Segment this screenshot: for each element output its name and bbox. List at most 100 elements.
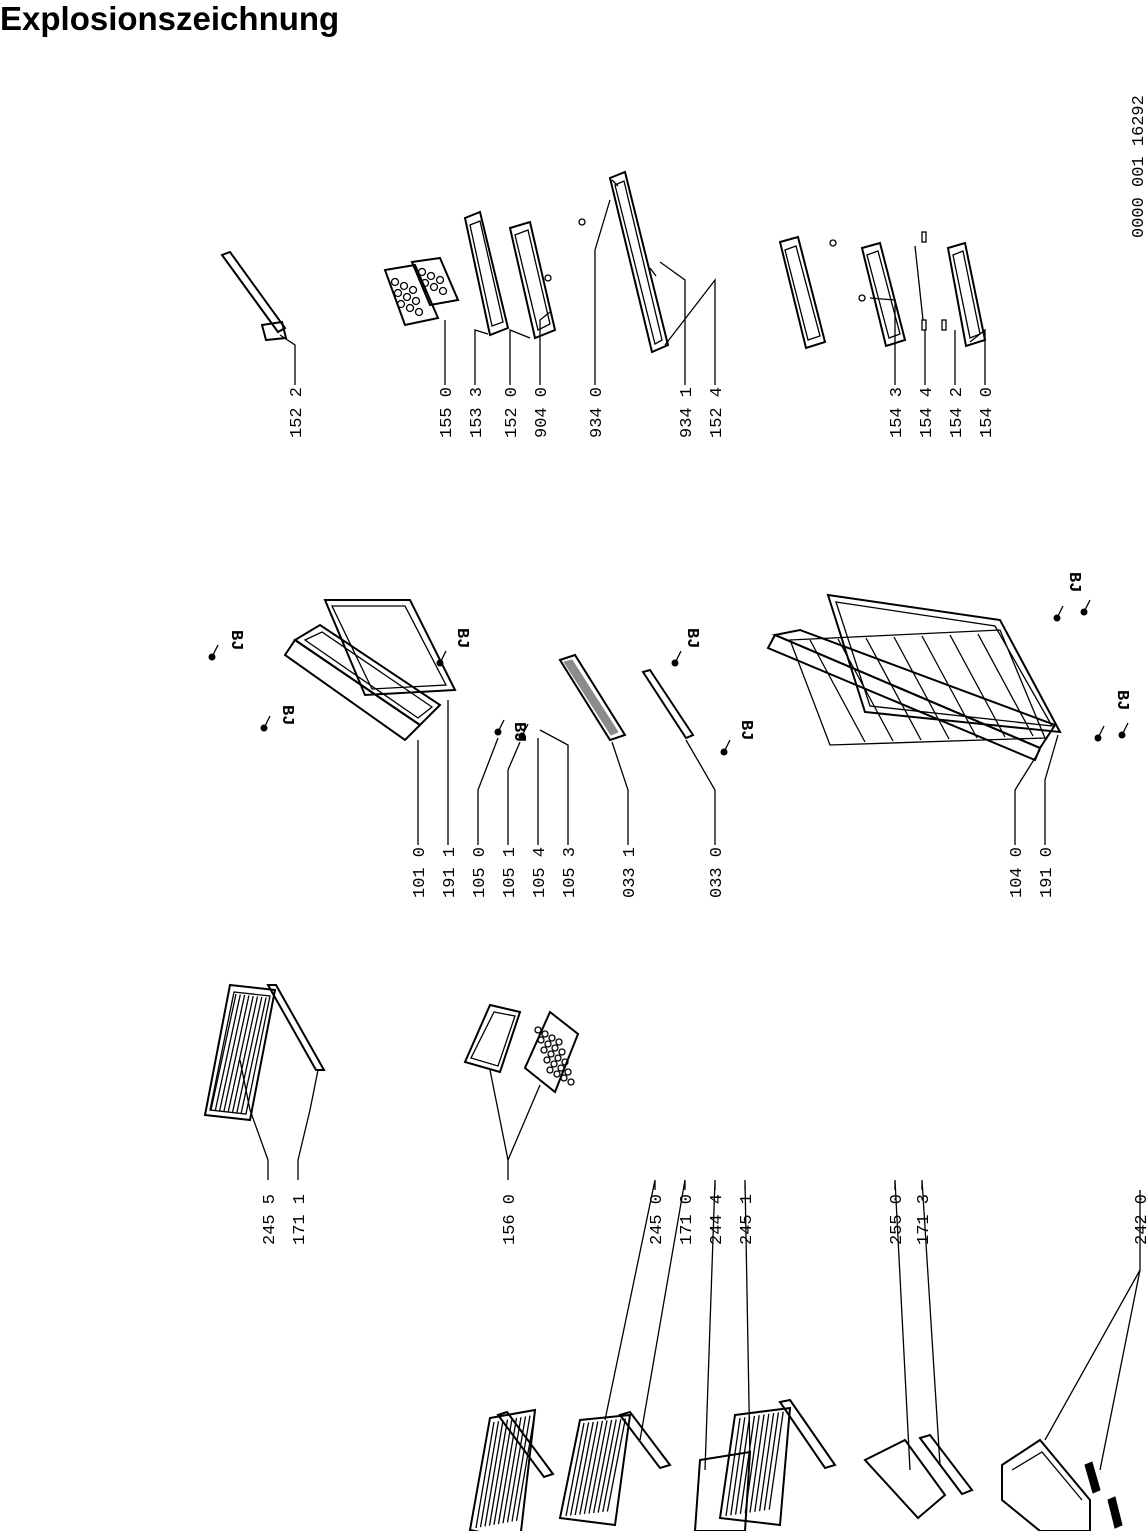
callout-154-2: 154 2 xyxy=(948,387,967,438)
shelf-bar xyxy=(214,994,241,1111)
shelf-bar xyxy=(893,636,950,740)
shelf-bar xyxy=(592,1419,613,1514)
grid-panel-244-4 xyxy=(693,1450,752,1531)
callout-934-0: 934 0 xyxy=(588,387,607,438)
door-bin-upper xyxy=(778,235,827,350)
cell xyxy=(435,275,445,285)
shelf-bar xyxy=(236,996,263,1114)
screw-marks: BJ BJ BJ BJ BJ BJ BJ BJ xyxy=(226,572,1131,742)
cell xyxy=(544,1040,552,1048)
screw-mark-bj: BJ xyxy=(1112,690,1131,710)
door-bin-152-0 xyxy=(508,220,557,340)
callout-152-0: 152 0 xyxy=(503,387,522,438)
shelf-244-4 xyxy=(558,1413,632,1527)
callout-191-0: 191 0 xyxy=(1038,847,1057,898)
ice-tray-156-0 xyxy=(463,1003,580,1094)
shelf-bar xyxy=(749,1414,765,1513)
shelf-strip-171-3 xyxy=(918,1433,974,1496)
shelf-245-1 xyxy=(718,1406,792,1527)
callout-101-0: 101 0 xyxy=(411,847,430,898)
shelf-bar xyxy=(579,1421,599,1515)
shelf-bar xyxy=(569,1422,590,1516)
cell xyxy=(560,1074,568,1082)
shelf-bar xyxy=(488,1419,509,1526)
callout-242-0: 242 0 xyxy=(1133,1194,1147,1245)
cell xyxy=(561,1058,569,1066)
callout-033-0: 033 0 xyxy=(708,847,727,898)
freezer-door-101-0 xyxy=(283,623,442,742)
screw-mark-bj: BJ xyxy=(277,705,296,725)
cell xyxy=(417,267,427,277)
shelf-bar xyxy=(977,633,1034,737)
screw-mark-bj: BJ xyxy=(682,628,701,648)
cell xyxy=(553,1070,561,1078)
callout-155-0: 155 0 xyxy=(438,387,457,438)
shelf-bar xyxy=(210,993,237,1111)
shelf-bar xyxy=(484,1420,504,1527)
shelf-bar xyxy=(502,1417,522,1524)
screw-mark-bj: BJ xyxy=(1064,572,1083,592)
cell xyxy=(547,1050,555,1058)
shelf-bar xyxy=(725,1417,741,1517)
door-bin-152-4 xyxy=(608,170,670,354)
cell xyxy=(426,271,436,281)
cell xyxy=(399,281,409,291)
callout-245-0: 245 0 xyxy=(648,1194,667,1245)
shelf-bar xyxy=(240,997,267,1114)
shelf-bar xyxy=(758,1413,775,1512)
callout-033-1: 033 1 xyxy=(621,847,640,898)
cell xyxy=(402,292,412,302)
cell xyxy=(438,286,448,296)
grid-shelf-245-5 xyxy=(203,983,277,1122)
shelf-bar xyxy=(588,1420,608,1514)
glass-plate-255-0 xyxy=(863,1438,947,1520)
shelf-bar xyxy=(865,637,922,741)
callout-255-0: 255 0 xyxy=(888,1194,907,1245)
cell xyxy=(557,1064,565,1072)
cell xyxy=(564,1068,572,1076)
cell xyxy=(540,1046,548,1054)
callout-154-4: 154 4 xyxy=(918,387,937,438)
shelf-bar xyxy=(763,1412,780,1511)
callout-245-1: 245 1 xyxy=(738,1194,757,1245)
shelf-bar xyxy=(218,994,246,1112)
shelf-bar xyxy=(606,1418,627,1512)
callout-171-1: 171 1 xyxy=(291,1194,310,1245)
callout-105-4: 105 4 xyxy=(531,847,550,898)
shelf-bar xyxy=(734,1416,751,1515)
screw-mark-bj: BJ xyxy=(736,720,755,740)
cell xyxy=(546,1066,554,1074)
callout-152-2: 152 2 xyxy=(288,387,307,438)
door-bin-154-0 xyxy=(946,241,987,348)
crisper-drawer-242-0 xyxy=(1001,1438,1123,1531)
shelf-bar xyxy=(231,996,259,1113)
page-title: Explosionszeichnung xyxy=(0,0,340,37)
cell xyxy=(537,1036,545,1044)
cell xyxy=(534,1026,542,1034)
shelf-bar xyxy=(475,1421,495,1529)
shelf-bar xyxy=(768,1411,784,1510)
cell xyxy=(408,285,418,295)
cell xyxy=(405,303,415,313)
cell xyxy=(420,278,430,288)
leader-lines xyxy=(239,199,1141,1471)
shelf-245-0 xyxy=(468,1408,537,1531)
shelf-bar xyxy=(730,1417,746,1516)
small-fasteners-right xyxy=(544,179,947,331)
door-bin-153-3 xyxy=(463,210,510,337)
callout-105-3: 105 3 xyxy=(561,847,580,898)
shelf-bar xyxy=(597,1419,617,1513)
main-door-104-0 xyxy=(766,628,1057,762)
cell xyxy=(414,307,424,317)
shelf-bar xyxy=(754,1413,770,1512)
shelf-strip-171-0b xyxy=(778,1398,837,1470)
callout-245-5: 245 5 xyxy=(261,1194,280,1245)
cell xyxy=(555,1038,563,1046)
shelf-bar xyxy=(493,1418,513,1525)
shelf-bar xyxy=(479,1421,500,1528)
shelf-bar xyxy=(223,995,250,1112)
cell xyxy=(551,1044,559,1052)
door-bin-154-3 xyxy=(860,241,907,348)
shelf-bar xyxy=(602,1418,622,1513)
shelf-bar xyxy=(583,1420,604,1515)
